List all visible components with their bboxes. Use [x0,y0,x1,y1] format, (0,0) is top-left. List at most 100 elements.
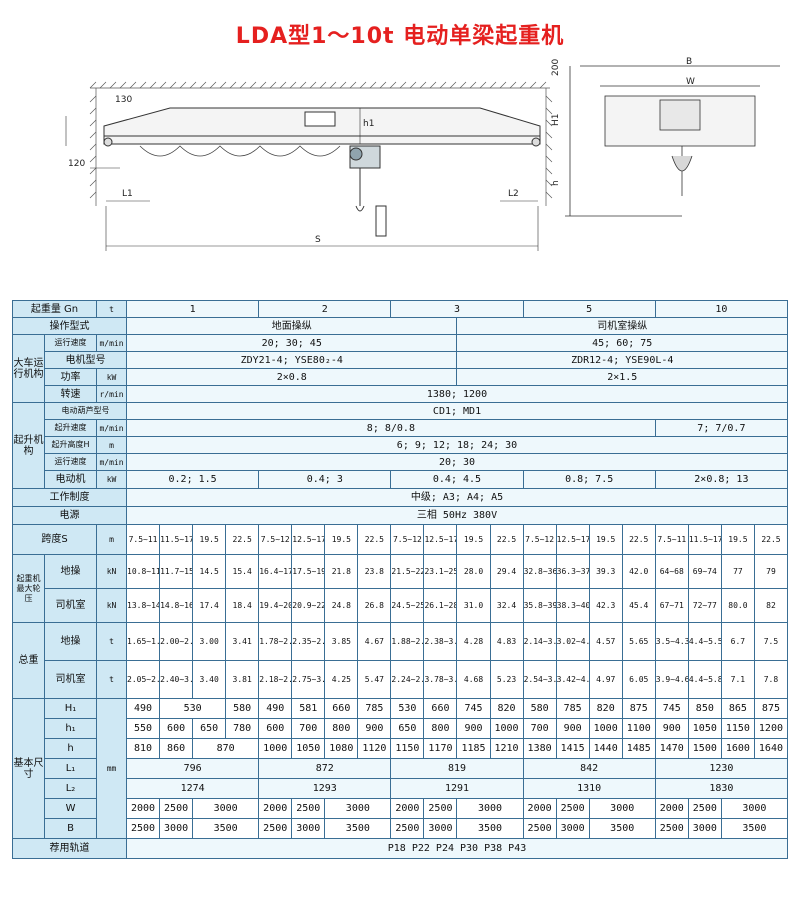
weight-ground-cell-19: 7.5 [753,622,789,661]
row-operation: 操作型式 地面操纵 司机室操纵 [11,317,788,335]
span-unit: m [96,524,128,555]
span-cell-0: 7.5~11 [126,524,161,555]
dim-H1-cell-9: 745 [456,698,491,719]
dim-h1-label: h₁ [43,718,98,739]
dim-B-cell-10: 3000 [555,818,590,839]
weight-cab-unit: t [96,660,128,699]
dim-h-cell-7: 1150 [390,738,425,759]
dim-H1-cell-3: 490 [258,698,293,719]
dim-B-cell-9: 2500 [522,818,557,839]
row-trolley-motor: 电机型号 ZDY21-4; YSE80₂-4 ZDR12-4; YSE90L-4 [13,351,788,369]
wheel-load-cab-cell-11: 32.4 [489,588,524,623]
dim-W-cell-10: 2500 [555,798,590,819]
power-supply-label: 电源 [11,506,128,525]
wheel-load-ground-cell-5: 17.5~19.3 [291,554,326,589]
row-trolley-speed: 大车运行机构 运行速度 m/min 20; 30; 45 45; 60; 75 [12,334,788,403]
ceiling-hatch [89,81,550,89]
wheel-load-ground-cell-0: 10.8~11.0 [126,554,161,589]
dim-H1-cell-2: 580 [225,698,260,719]
hoist-run-speed-label: 运行速度 [43,453,98,471]
row-trolley-power: 功率 kW 2×0.8 2×1.5 [13,368,788,386]
weight-cab-cell-7: 5.47 [357,660,392,699]
operation-cab: 司机室操纵 [456,317,788,335]
dim-B-label: B [43,818,98,839]
span-label: 跨度S [11,524,98,555]
dim-200: 200 [551,59,561,76]
hoist-model-value: CD1; MD1 [126,402,788,420]
duty-value: 中级; A3; A4; A5 [126,488,788,507]
dimension-lines [65,108,539,251]
dim-H1-cell-17: 865 [720,698,755,719]
weight-ground-cell-17: 4.4~5.5 [687,622,722,661]
hoist-motor-unit: kW [96,470,128,489]
wheel-load-cab-cell-19: 82 [753,588,789,623]
hoist-lift-speed-b: 7; 7/0.7 [654,419,789,437]
dim-h-cell-16: 1500 [687,738,722,759]
weight-cab-cell-11: 5.23 [489,660,524,699]
dim-B-cell-13: 3000 [687,818,722,839]
weight-cab-cell-3: 3.81 [225,660,260,699]
span-cell-10: 19.5 [456,524,491,555]
hoist-run-speed-value: 20; 30 [126,453,788,471]
row-capacity: 起重量 Gn t 1 2 3 5 10 [11,300,789,318]
dim-L1-cell-4: 1230 [654,758,789,779]
capacity-3: 3 [390,300,524,318]
hoist-lift-speed-label: 起升速度 [43,419,98,437]
dim-W-cell-13: 2500 [687,798,722,819]
weight-ground-cell-18: 6.7 [720,622,755,661]
span-cell-9: 12.5~17 [423,524,458,555]
weight-cab-cell-13: 3.42~4.52 [555,660,590,699]
right-wall [545,88,553,206]
dim-W-cell-14: 3000 [720,798,789,819]
dim-H1-label: H₁ [43,698,98,719]
dim-H1-cell-0: 490 [126,698,161,719]
dim-W-cell-4: 2500 [291,798,326,819]
wheel-load-ground-cell-10: 28.0 [456,554,491,589]
trolley-power-unit: kW [96,368,128,386]
wheel-load-cab-cell-17: 72~77 [687,588,722,623]
dim-h1-cell-4: 600 [258,718,293,739]
dim-W-cell-6: 2000 [390,798,425,819]
dim-h1-cell-14: 1000 [588,718,623,739]
dim-h-cell-9: 1185 [456,738,491,759]
wheel-load-cab-cell-5: 20.9~22.3 [291,588,326,623]
dim-B-cell-3: 2500 [258,818,293,839]
dim-L2-cell-1: 1293 [258,778,392,799]
dim-l1: L1 [122,189,133,199]
dim-h-cell-17: 1600 [720,738,755,759]
weight-cab-cell-6: 4.25 [324,660,359,699]
weight-ground-cell-9: 2.38~3.53 [423,622,458,661]
weight-ground-cell-15: 5.65 [621,622,656,661]
dim-h-cell-5: 1080 [324,738,359,759]
wheel-load-ground-cell-11: 29.4 [489,554,524,589]
wheel-load-cab-cell-6: 24.8 [324,588,359,623]
dim-h1-cell-6: 800 [324,718,359,739]
span-cell-4: 7.5~12 [258,524,293,555]
weight-cab-cell-10: 4.68 [456,660,491,699]
wheel-load-ground-cell-16: 64~68 [654,554,689,589]
dim-W-cell-9: 2000 [522,798,557,819]
dim-B-cell-11: 3500 [588,818,656,839]
wheel-load-cab-cell-1: 14.8~16.5 [159,588,194,623]
wheel-load-ground-cell-2: 14.5 [192,554,227,589]
dim-W-cell-7: 2500 [423,798,458,819]
row-wheel-load-cab: 司机室 kN 13.8~14.614.8~16.517.418.419.4~20… [13,588,789,623]
weight-ground-cell-7: 4.67 [357,622,392,661]
span-cell-7: 22.5 [357,524,392,555]
weight-ground-cell-13: 3.02~4.12 [555,622,590,661]
wheel-load-cab-unit: kN [96,588,128,623]
weight-ground-cell-2: 3.00 [192,622,227,661]
weight-section-label: 总重 [12,622,45,699]
dim-h1-cell-16: 900 [654,718,689,739]
span-cell-8: 7.5~12 [390,524,425,555]
dim-h1-side: H1 [551,114,561,127]
girder-web-profile [139,145,341,157]
weight-cab-cell-17: 4.4~5.8 [687,660,722,699]
weight-ground-cell-11: 4.83 [489,622,524,661]
dim-W-cell-2: 3000 [192,798,260,819]
dim-B-cell-2: 3500 [192,818,260,839]
dim-L2-label: L₂ [43,778,98,799]
capacity-1: 1 [126,300,260,318]
dim-L2-cell-0: 1274 [126,778,260,799]
span-cell-11: 22.5 [489,524,524,555]
